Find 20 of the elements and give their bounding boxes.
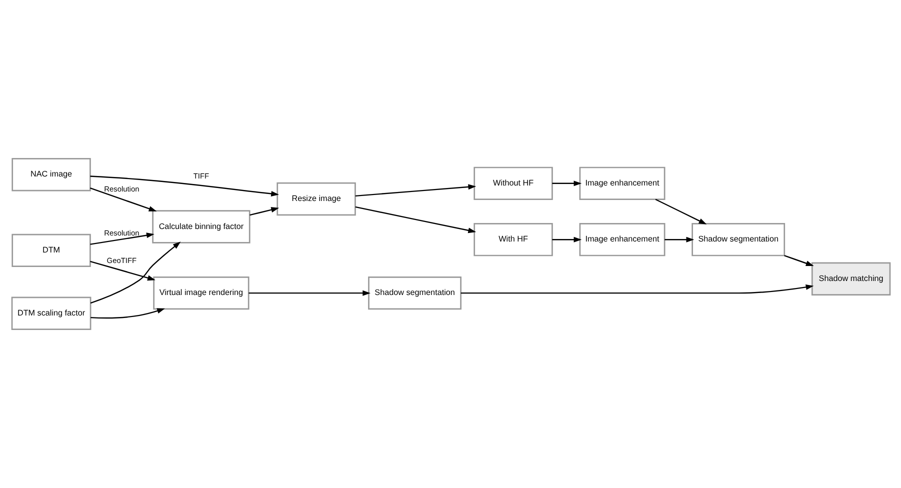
arrow bbox=[249, 207, 279, 216]
arrow bbox=[552, 236, 582, 242]
edge-label: GeoTIFF bbox=[106, 256, 136, 266]
arrow bbox=[664, 236, 694, 242]
arrow bbox=[552, 180, 582, 186]
arrow bbox=[784, 255, 814, 266]
arrow bbox=[90, 242, 180, 304]
edge-label: Resolution bbox=[104, 228, 139, 238]
edge-label: TIFF bbox=[192, 172, 209, 181]
arrow bbox=[248, 290, 370, 296]
arrow bbox=[90, 260, 155, 281]
arrow bbox=[460, 284, 814, 294]
arrow bbox=[90, 308, 164, 319]
edge-label: Resolution bbox=[104, 184, 139, 194]
arrow bbox=[354, 184, 476, 197]
arrow bbox=[90, 187, 156, 212]
arrow bbox=[354, 206, 476, 234]
arrow bbox=[654, 198, 706, 224]
arrow bbox=[90, 176, 278, 196]
arrow bbox=[90, 232, 154, 245]
